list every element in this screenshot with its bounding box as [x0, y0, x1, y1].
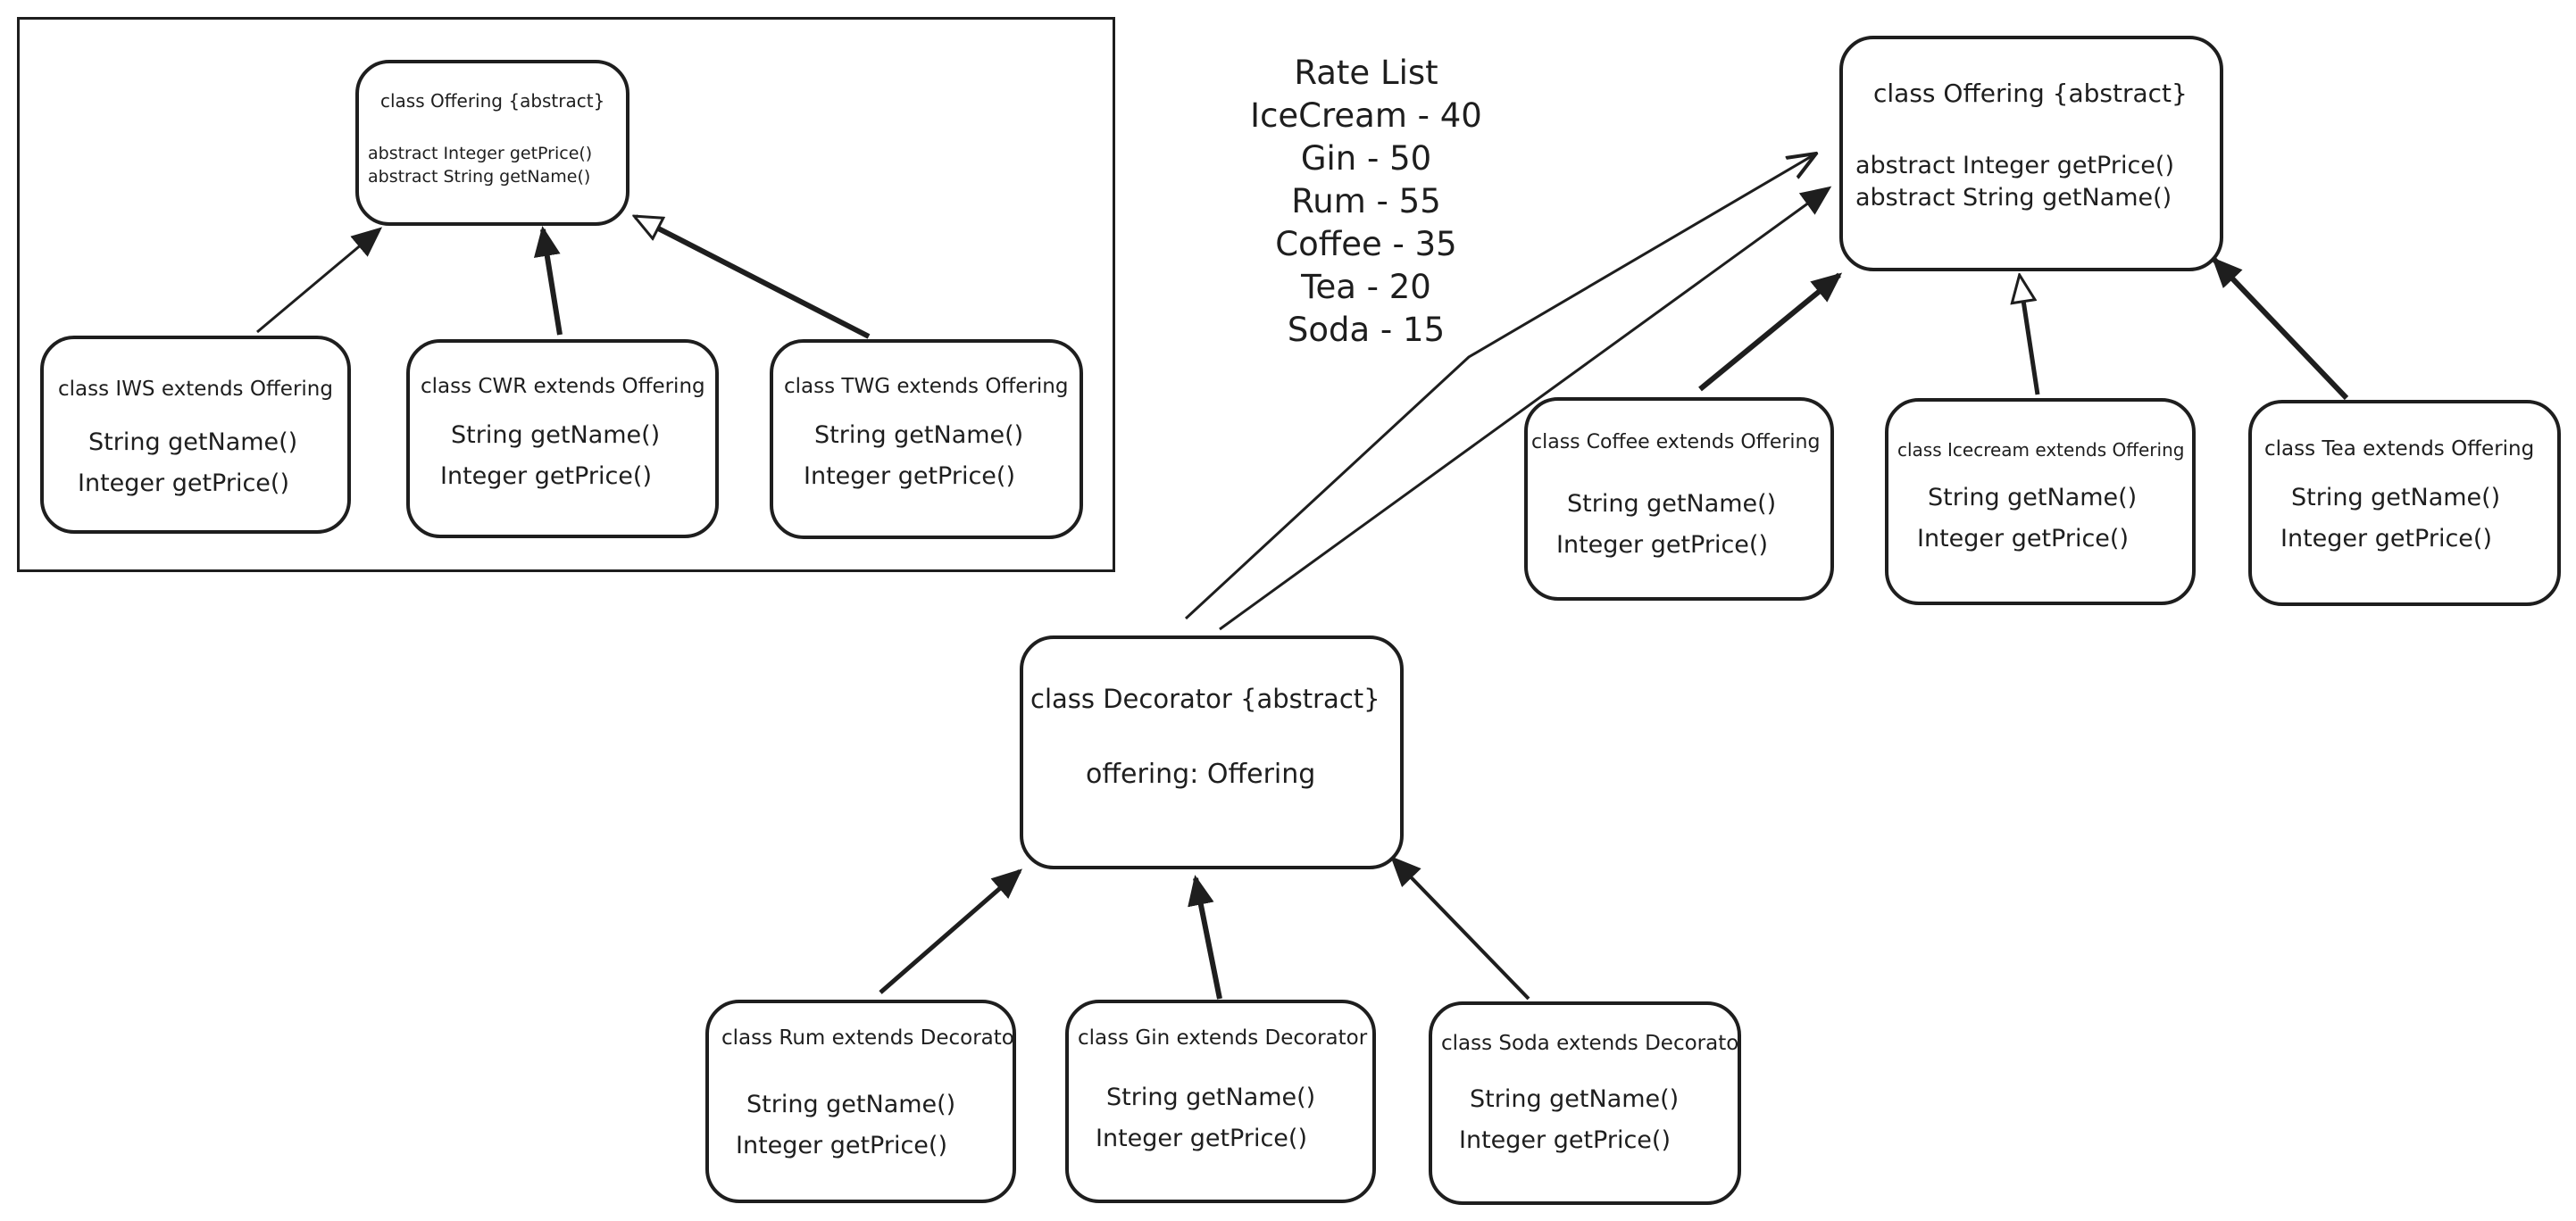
coffee-class-box[interactable]: class Coffee extends Offering String get…	[1524, 397, 1834, 601]
rate-list-item: Gin - 50	[1300, 139, 1432, 178]
rate-list-item: Soda - 15	[1287, 311, 1446, 349]
offering-class-title: class Offering {abstract}	[1873, 79, 2188, 108]
iws-method-line: Integer getPrice()	[78, 469, 289, 497]
coffee-class-title: class Coffee extends Offering	[1531, 431, 1821, 453]
icecream-method-line: Integer getPrice()	[1917, 525, 2129, 552]
left-offering-class-title: class Offering {abstract}	[380, 90, 605, 112]
rum-method-line: Integer getPrice()	[736, 1132, 947, 1159]
iws-class-box[interactable]: class IWS extends Offering String getNam…	[40, 336, 351, 534]
arrow-gin-to-decorator	[1188, 875, 1222, 1000]
icecream-class-title: class Icecream extends Offering	[1897, 439, 2185, 461]
left-offering-class-box[interactable]: class Offering {abstract} abstract Integ…	[355, 60, 629, 226]
offering-class-box[interactable]: class Offering {abstract} abstract Integ…	[1839, 36, 2223, 271]
iws-class-title: class IWS extends Offering	[58, 378, 333, 401]
arrow-twg-to-offering	[636, 214, 871, 339]
arrow-decorator-to-offering-filled	[1219, 186, 1832, 631]
twg-class-box[interactable]: class TWG extends Offering String getNam…	[770, 339, 1083, 539]
soda-method-line: Integer getPrice()	[1459, 1126, 1671, 1154]
iws-method-line: String getName()	[88, 428, 298, 456]
gin-method-line: String getName()	[1106, 1084, 1316, 1111]
arrow-soda-to-decorator	[1390, 856, 1530, 1001]
twg-method-line: String getName()	[814, 421, 1024, 449]
cwr-method-line: Integer getPrice()	[440, 462, 652, 490]
icecream-class-box[interactable]: class Icecream extends Offering String g…	[1885, 398, 2196, 605]
rate-list-title: Rate List	[1294, 54, 1438, 92]
tea-class-box[interactable]: class Tea extends Offering String getNam…	[2248, 400, 2561, 606]
arrow-iws-to-offering	[256, 227, 383, 334]
arrow-cwr-to-offering	[533, 226, 563, 336]
rate-list: Rate List IceCream - 40 Gin - 50 Rum - 5…	[1196, 52, 1536, 352]
soda-class-title: class Soda extends Decorator	[1441, 1032, 1741, 1055]
cwr-class-box[interactable]: class CWR extends Offering String getNam…	[406, 339, 719, 538]
icecream-method-line: String getName()	[1928, 484, 2138, 511]
cwr-method-line: String getName()	[451, 421, 661, 449]
arrow-decorator-to-offering-open	[1184, 154, 1816, 620]
rum-method-line: String getName()	[746, 1091, 956, 1118]
left-example-frame	[17, 17, 1115, 572]
offering-method-line: abstract Integer getPrice()	[1855, 152, 2174, 179]
left-offering-method-line: abstract String getName()	[368, 167, 591, 187]
arrow-coffee-to-offering	[1698, 272, 1843, 392]
twg-method-line: Integer getPrice()	[804, 462, 1015, 490]
arrow-rum-to-decorator	[879, 868, 1023, 994]
arrow-icecream-to-offering	[2020, 277, 2040, 395]
cwr-class-title: class CWR extends Offering	[421, 375, 705, 398]
offering-method-line: abstract String getName()	[1855, 184, 2172, 212]
tea-method-line: String getName()	[2291, 484, 2501, 511]
rate-list-item: Coffee - 35	[1275, 225, 1457, 263]
coffee-method-line: String getName()	[1567, 490, 1777, 518]
soda-method-line: String getName()	[1470, 1085, 1680, 1113]
left-offering-method-line: abstract Integer getPrice()	[368, 144, 593, 163]
tea-method-line: Integer getPrice()	[2280, 525, 2492, 552]
tea-class-title: class Tea extends Offering	[2264, 437, 2535, 461]
soda-class-box[interactable]: class Soda extends Decorator String getN…	[1429, 1001, 1741, 1205]
gin-class-box[interactable]: class Gin extends Decorator String getNa…	[1065, 1000, 1376, 1203]
rum-class-title: class Rum extends Decorator	[721, 1026, 1016, 1050]
decorator-class-title: class Decorator {abstract}	[1030, 684, 1380, 714]
arrow-tea-to-offering	[2212, 257, 2349, 401]
gin-class-title: class Gin extends Decorator	[1078, 1026, 1368, 1050]
rate-list-item: Tea - 20	[1301, 268, 1431, 306]
decorator-class-box[interactable]: class Decorator {abstract} offering: Off…	[1020, 635, 1404, 869]
rate-list-item: Rum - 55	[1291, 182, 1441, 220]
decorator-field-line: offering: Offering	[1086, 759, 1316, 790]
twg-class-title: class TWG extends Offering	[784, 375, 1069, 398]
rate-list-item: IceCream - 40	[1250, 96, 1482, 135]
coffee-method-line: Integer getPrice()	[1556, 531, 1768, 559]
rum-class-box[interactable]: class Rum extends Decorator String getNa…	[705, 1000, 1016, 1203]
gin-method-line: Integer getPrice()	[1096, 1125, 1307, 1152]
